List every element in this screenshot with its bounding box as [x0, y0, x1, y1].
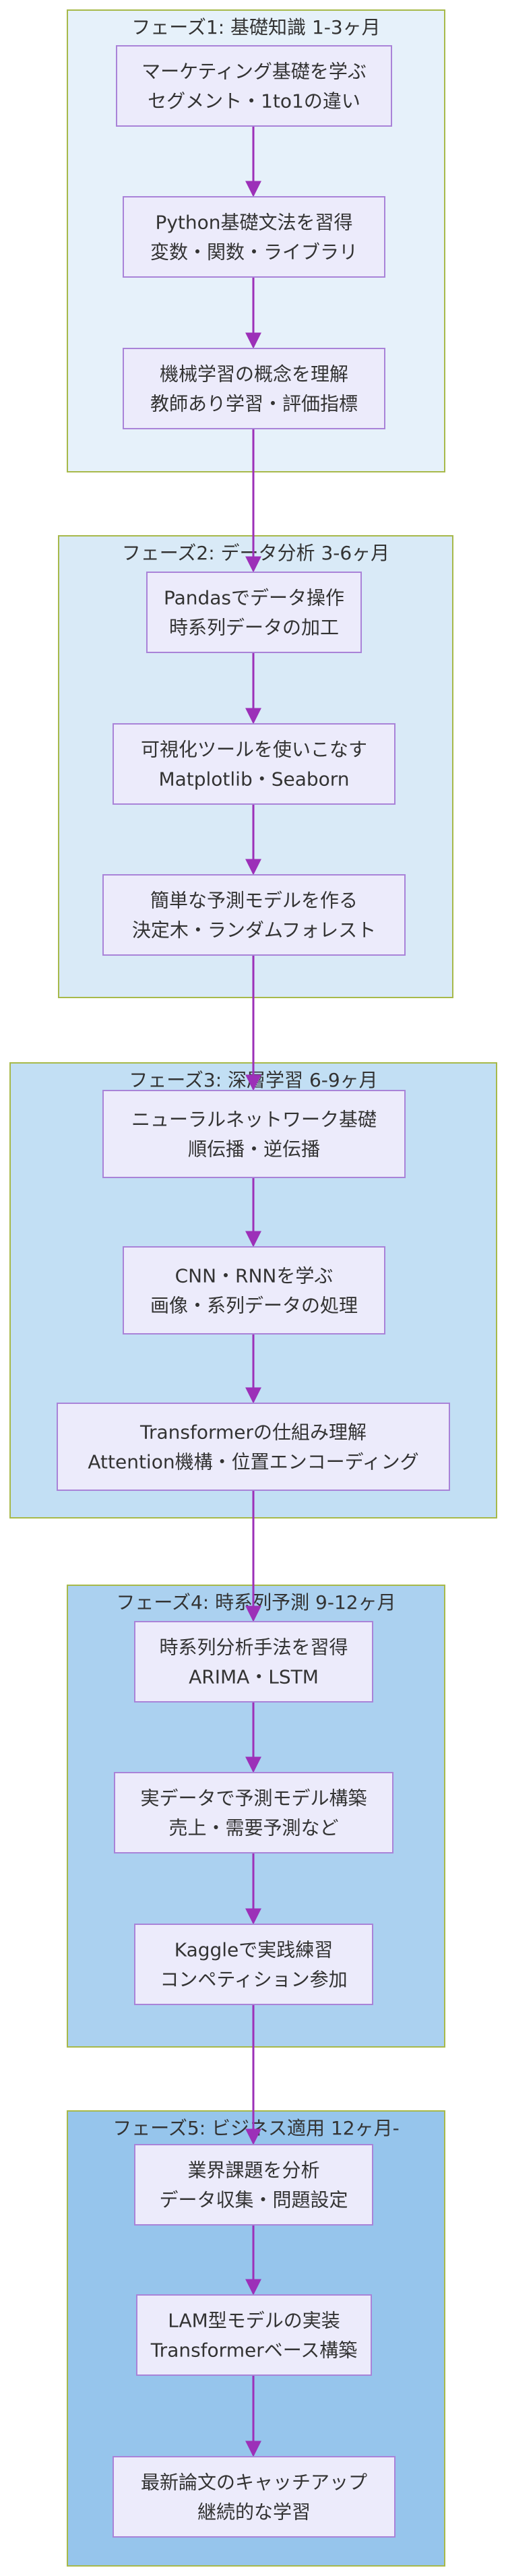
step-node-box [134, 2144, 373, 2226]
step-node-line: 簡単な予測モデルを作る [150, 890, 358, 912]
phase-5-title: フェーズ5: ビジネス適用 12ヶ月- [113, 2117, 399, 2139]
step-node-box [102, 874, 406, 956]
step-node-line: 継続的な学習 [197, 2501, 311, 2523]
step-node-line: 実データで予測モデル構築 [140, 1787, 367, 1810]
step-node-box [116, 45, 392, 127]
step-node-line: LAM型モデルの実装 [168, 2310, 340, 2332]
step-node-line: Matplotlib・Seaborn [158, 768, 349, 791]
step-node-line: Pandasでデータ操作 [164, 587, 344, 609]
phase-4-title: フェーズ4: 時系列予測 9-12ヶ月 [116, 1591, 396, 1614]
step-node-line: 決定木・ランダムフォレスト [132, 919, 376, 942]
step-node-box [123, 196, 385, 278]
step-node-line: 売上・需要予測など [168, 1817, 338, 1839]
step-node-line: Kaggleで実践練習 [175, 1939, 334, 1961]
step-node-box [136, 2294, 372, 2376]
step-node-box [134, 1621, 373, 1703]
step-node-box [102, 1090, 406, 1178]
step-node-line: セグメント・1to1の違い [148, 90, 360, 113]
step-node: Transformerの仕組み理解 Attention機構・位置エンコーディング [57, 1403, 450, 1491]
step-node-line: ニューラルネットワーク基礎 [131, 1109, 377, 1131]
step-node-box [146, 572, 362, 653]
step-node-line: ARIMA・LSTM [189, 1666, 319, 1688]
step-node-line: 最新論文のキャッチアップ [141, 2472, 367, 2494]
step-node-line: 可視化ツールを使いこなす [141, 739, 367, 761]
step-node-line: 画像・系列データの処理 [150, 1295, 358, 1317]
step-node-box [134, 1924, 373, 2005]
phase-1-title: フェーズ1: 基礎知識 1-3ヶ月 [131, 16, 380, 38]
step-node-line: 業界課題を分析 [187, 2159, 319, 2182]
step-node-box [57, 1403, 450, 1491]
step-node-box [114, 1772, 393, 1853]
step-node: LAM型モデルの実装 Transformerベース構築 [136, 2294, 372, 2376]
step-node-line: マーケティング基礎を学ぶ [141, 61, 367, 83]
step-node-line: データ収集・問題設定 [159, 2189, 348, 2211]
step-node: 可視化ツールを使いこなす Matplotlib・Seaborn [113, 723, 396, 805]
step-node-line: Python基礎文法を習得 [155, 212, 352, 234]
phase-2-title: フェーズ2: データ分析 3-6ヶ月 [122, 542, 389, 564]
step-node-line: 時系列データの加工 [169, 617, 339, 639]
step-node-line: 順伝播・逆伝播 [188, 1138, 320, 1161]
step-node-line: 変数・関数・ライブラリ [150, 241, 358, 264]
step-node-line: コンペティション参加 [160, 1969, 347, 1991]
step-node-box [113, 723, 396, 805]
step-node-box [123, 348, 385, 429]
step-node-line: CNN・RNNを学ぶ [175, 1265, 334, 1287]
step-node-line: 教師あり学習・評価指標 [150, 393, 358, 415]
step-node-line: 機械学習の概念を理解 [160, 363, 348, 386]
step-node-line: Transformerベース構築 [150, 2339, 358, 2362]
step-node-box [123, 1246, 385, 1335]
step-node-line: Transformerの仕組み理解 [139, 1421, 367, 1444]
step-node-line: Attention機構・位置エンコーディング [88, 1451, 418, 1473]
step-node-box [113, 2456, 396, 2538]
step-node: 時系列分析手法を習得 ARIMA・LSTM [134, 1621, 373, 1703]
step-node-line: 時系列分析手法を習得 [159, 1636, 348, 1659]
